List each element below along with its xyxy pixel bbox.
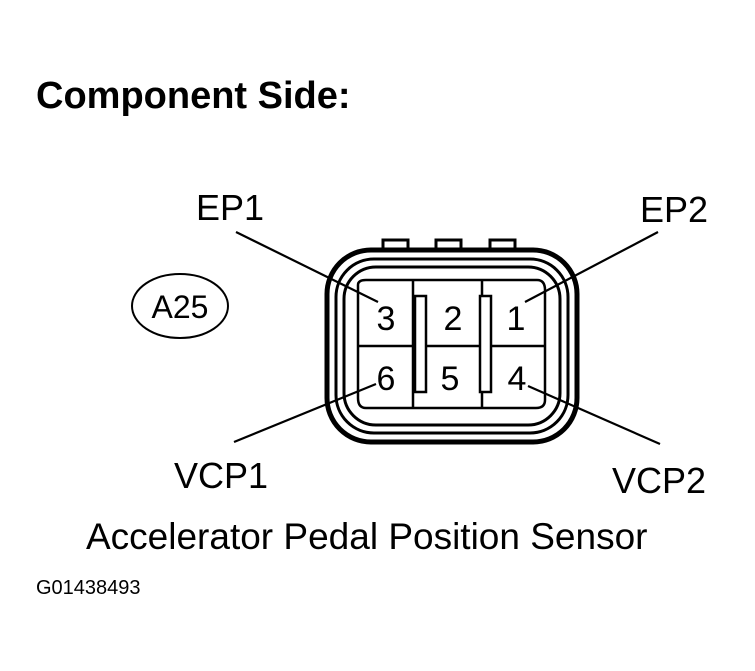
component-caption: Accelerator Pedal Position Sensor: [86, 516, 647, 557]
leader-line-ep1: [235, 231, 379, 303]
pin-label-2: 2: [444, 300, 463, 338]
pin-label-6: 6: [377, 360, 396, 398]
terminal-label-vcp1: VCP1: [174, 455, 268, 496]
page-title: Component Side:: [36, 75, 351, 117]
pin-label-5: 5: [441, 360, 460, 398]
pin-cavity-grid: [356, 278, 547, 410]
connector-body: 3 2 1 6 5 4: [324, 238, 580, 445]
terminal-label-ep2: EP2: [640, 189, 708, 230]
pin-label-3: 3: [377, 300, 396, 338]
pin-label-4: 4: [508, 360, 527, 398]
key-rail-left: [413, 294, 428, 394]
figure-code: G01438493: [36, 577, 141, 599]
terminal-label-vcp2: VCP2: [612, 460, 706, 501]
terminal-label-ep1: EP1: [196, 187, 264, 228]
pin-label-1: 1: [507, 300, 526, 338]
connector-housing-rim: [342, 265, 562, 427]
connector-id-label: A25: [152, 289, 209, 325]
connector-housing-inner: [334, 257, 570, 435]
leader-line-vcp1: [233, 382, 377, 444]
leader-line-ep2: [524, 231, 659, 303]
key-rail-right: [478, 294, 493, 394]
leader-line-vcp2: [527, 384, 661, 446]
connector-id-badge: A25: [131, 273, 229, 339]
